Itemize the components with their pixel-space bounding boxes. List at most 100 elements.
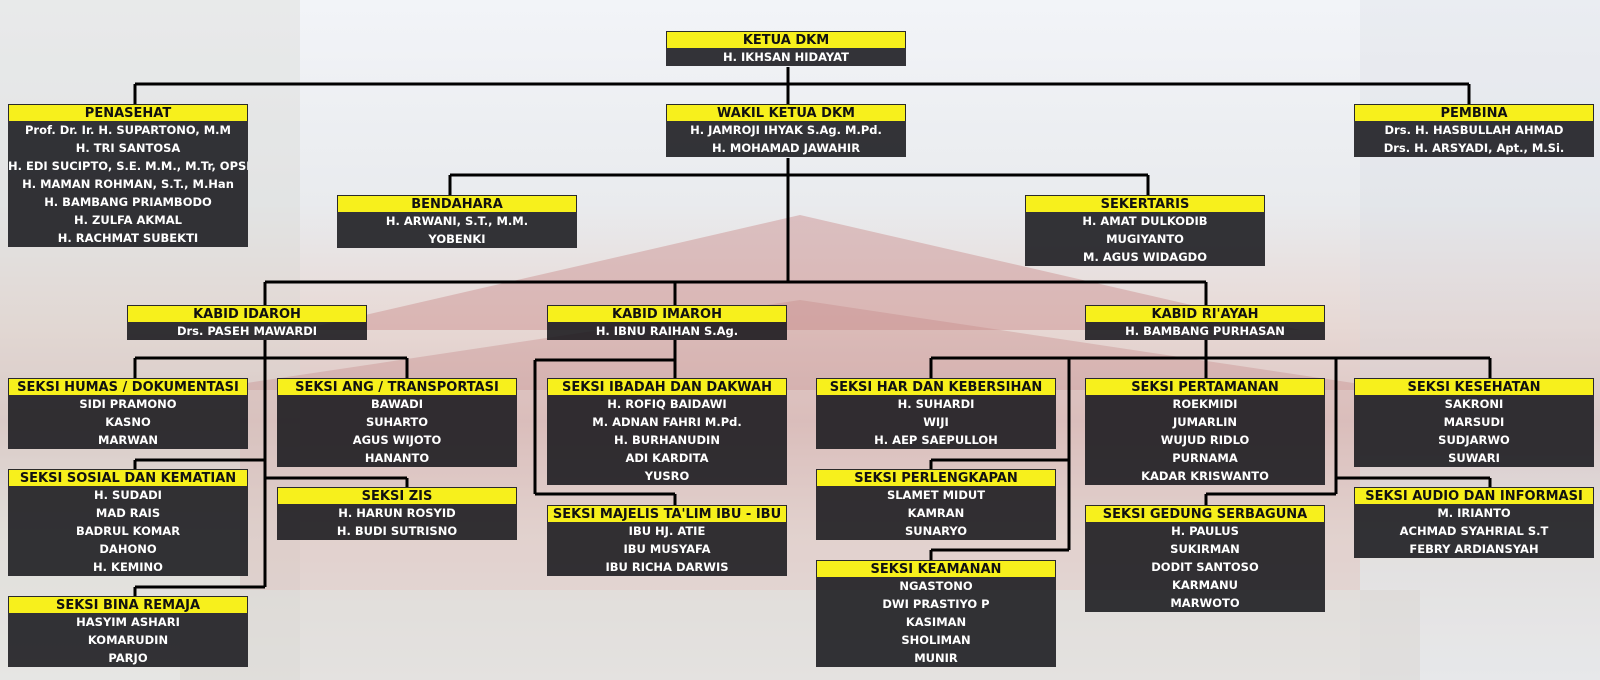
member-name: ACHMAD SYAHRIAL S.T [1399,524,1549,538]
box-title: PEMBINA [1354,104,1594,121]
member-name: H. BAMBANG PRIAMBODO [44,195,212,209]
box-title: SEKSI GEDUNG SERBAGUNA [1085,505,1325,522]
member-name: H. TRI SANTOSA [75,141,181,155]
box-title: SEKSI IBADAH DAN DAKWAH [547,378,787,395]
member-name: IBU RICHA DARWIS [605,560,729,574]
member-name: SUKIRMAN [1170,542,1240,556]
box-title: SEKSI AUDIO DAN INFORMASI [1354,487,1594,504]
member-name: H. SUDADI [94,488,162,502]
member-name: Drs. PASEH MAWARDI [176,324,318,338]
member-name: DODIT SANTOSO [1151,560,1259,574]
box-members: IBU HJ. ATIE IBU MUSYAFA IBU RICHA DARWIS [547,522,787,576]
box-title: KABID IMAROH [547,305,787,322]
box-title: SEKSI PERLENGKAPAN [816,469,1056,486]
member-name: FEBRY ARDIANSYAH [1409,542,1539,556]
box-members: H. BAMBANG PURHASAN [1085,322,1325,340]
box-members: H. IBNU RAIHAN S.Ag. [547,322,787,340]
member-name: MUGIYANTO [1106,232,1184,246]
member-name: KASIMAN [905,615,967,629]
member-name: SUHARTO [365,415,429,429]
member-name: IBU HJ. ATIE [628,524,706,538]
member-name: H. BURHANUDIN [614,433,720,447]
box-title: KABID RI'AYAH [1085,305,1325,322]
member-name: H. MAMAN ROHMAN, S.T., M.Han [22,177,234,191]
box-title: BENDAHARA [337,195,577,212]
member-name: SAKRONI [1444,397,1504,411]
box-title: SEKSI BINA REMAJA [8,596,248,613]
member-name: M. AGUS WIDAGDO [1083,250,1207,264]
box-title: SEKSI PERTAMANAN [1085,378,1325,395]
box-seksi-perlengkapan: SEKSI PERLENGKAPAN SLAMET MIDUT KAMRAN SUNA… [816,469,1056,540]
member-name: DAHONO [99,542,157,556]
member-name: Prof. Dr. Ir. H. SUPARTONO, M.M [24,123,231,137]
box-kabid-idaroh: KABID IDAROH Drs. PASEH MAWARDI [127,305,367,340]
member-name: KAMRAN [907,506,965,520]
member-name: H. MOHAMAD JAWAHIR [711,141,861,155]
member-name: ROEKMIDI [1172,397,1238,411]
member-name: H. ROFIQ BAIDAWI [607,397,727,411]
member-name: NGASTONO [899,579,973,593]
member-name: H. SUHARDI [897,397,975,411]
box-title: KETUA DKM [666,31,906,48]
member-name: H. BAMBANG PURHASAN [1125,324,1285,338]
member-name: SUNARYO [904,524,968,538]
member-name: H. ARWANI, S.T., M.M. [385,214,529,228]
member-name: SIDI PRAMONO [79,397,177,411]
member-name: MARWOTO [1170,596,1240,610]
box-title: SEKSI HAR DAN KEBERSIHAN [816,378,1056,395]
member-name: Drs. H. ARSYADI, Apt., M.Si. [1383,141,1565,155]
member-name: KOMARUDIN [87,633,169,647]
box-members: H. AMAT DULKODIB MUGIYANTO M. AGUS WIDAGDO [1025,212,1265,266]
member-name: H. RACHMAT SUBEKTI [57,231,199,245]
box-seksi-gedung: SEKSI GEDUNG SERBAGUNA H. PAULUS SUKIRMAN D… [1085,505,1325,612]
member-name: SHOLIMAN [901,633,971,647]
member-name: KADAR KRISWANTO [1141,469,1269,483]
member-name: BADRUL KOMAR [75,524,181,538]
box-title: KABID IDAROH [127,305,367,322]
box-members: H. IKHSAN HIDAYAT [666,48,906,66]
box-title: SEKSI KESEHATAN [1354,378,1594,395]
box-kabid-riayah: KABID RI'AYAH H. BAMBANG PURHASAN [1085,305,1325,340]
box-members: H. JAMROJI IHYAK S.Ag. M.Pd.H. MOHAMAD J… [666,121,906,157]
member-name: H. KEMINO [93,560,163,574]
box-members: Prof. Dr. Ir. H. SUPARTONO, M.M H. TRI SA… [8,121,248,247]
member-name: H. BUDI SUTRISNO [336,524,458,538]
member-name: KARMANU [1172,578,1238,592]
box-title: SEKSI HUMAS / DOKUMENTASI [8,378,248,395]
box-members: H. PAULUS SUKIRMAN DODIT SANTOSO KARMANU MAR… [1085,522,1325,612]
member-name: SUDJARWO [1438,433,1510,447]
box-seksi-keamanan: SEKSI KEAMANAN NGASTONO DWI PRASTIYO P KASI… [816,560,1056,667]
member-name: DWI PRASTIYO P [882,597,990,611]
member-name: PURNAMA [1172,451,1238,465]
box-title: SEKSI SOSIAL DAN KEMATIAN [8,469,248,486]
member-name: SLAMET MIDUT [886,488,986,502]
member-name: H. AMAT DULKODIB [1082,214,1208,228]
box-title: SEKSI KEAMANAN [816,560,1056,577]
box-title: WAKIL KETUA DKM [666,104,906,121]
member-name: H. PAULUS [1171,524,1239,538]
member-name: MARSUDI [1443,415,1505,429]
member-name: ADI KARDITA [625,451,709,465]
box-title: PENASEHAT [8,104,248,121]
member-name: IBU MUSYAFA [623,542,711,556]
